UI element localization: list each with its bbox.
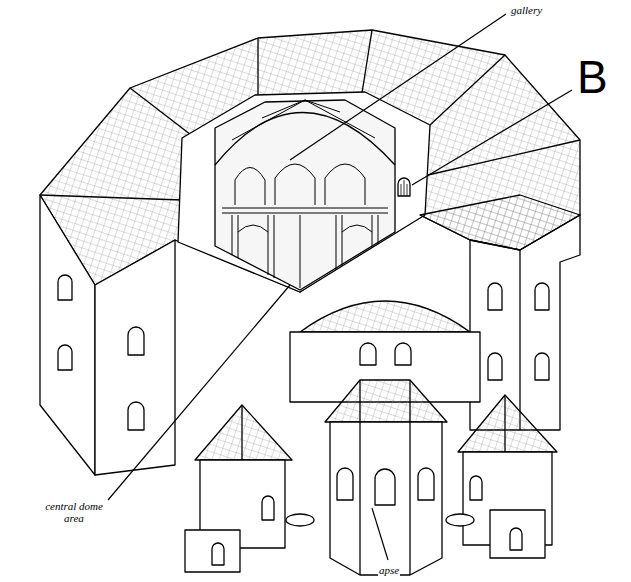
part-label: gallery	[510, 4, 543, 16]
part-label: central dome area	[40, 500, 108, 524]
part-label: B	[576, 52, 609, 103]
leader-lines	[108, 14, 572, 560]
part-label: apse	[378, 564, 400, 576]
